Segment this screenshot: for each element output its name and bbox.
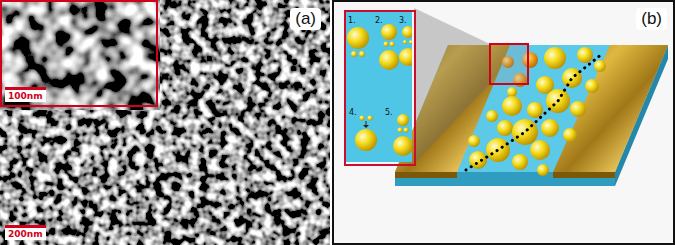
zoom-inset: 1. 2. 3. 4. 5. (344, 10, 416, 166)
callout-number: 5. (385, 108, 393, 117)
scale-bar-label: 100nm (5, 87, 46, 102)
callout-number: 2. (375, 16, 383, 25)
zoom-inset: 100nm (0, 0, 158, 107)
inset-ground (344, 10, 412, 162)
sem-zoom (0, 0, 158, 107)
electrode (553, 45, 668, 172)
zoom-region (490, 44, 528, 84)
panel-ground (332, 0, 675, 245)
particle-configurations (347, 24, 412, 156)
panel-letter: (b) (636, 8, 667, 30)
electrode (395, 172, 457, 178)
callout-number: 4. (349, 108, 357, 117)
callout-number: 3. (399, 16, 407, 25)
sem-image (0, 0, 327, 245)
image-panel: 100nm (a) 200nm (0, 0, 327, 245)
schematic-panel: 1. 2. 3. 4. 5. (b) (332, 0, 675, 245)
substrate-front (395, 172, 615, 186)
panel-letter: (a) (290, 8, 321, 30)
callout-number: 1. (348, 16, 356, 25)
scale-bar-label: 200nm (5, 225, 46, 240)
electrode (553, 172, 615, 178)
zoom-projection (414, 8, 490, 164)
